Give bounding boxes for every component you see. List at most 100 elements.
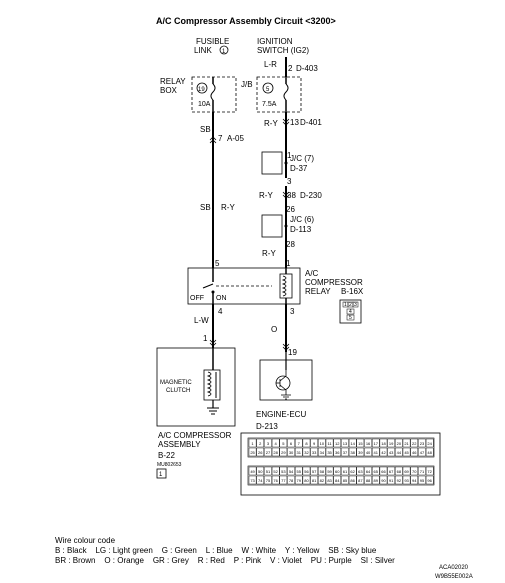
fusible-link-label-2: LINK <box>194 46 212 55</box>
ecu-pin-label: 86 <box>350 478 355 483</box>
ecu-pin-label: 5 <box>282 441 285 446</box>
compressor-badge: 1 <box>159 472 163 478</box>
ecu-pin-label: 71 <box>420 469 425 474</box>
ecu-pin-cell <box>310 475 318 485</box>
ecu-pin-cell <box>302 475 311 485</box>
ecu-pin-cell <box>264 475 272 485</box>
ecu-pin-cell <box>325 438 334 448</box>
clutch-coil-icon <box>206 371 212 397</box>
relay-pin-3: 3 <box>290 307 295 316</box>
relay-connector-pin-2: 2 <box>349 302 352 308</box>
ecu-pin-label: 63 <box>358 469 363 474</box>
jc6-pin-26: 26 <box>286 205 295 214</box>
ecu-pin-cell <box>333 447 342 457</box>
ecu-pin-label: 7 <box>298 441 301 446</box>
ecu-pin-cell <box>425 447 434 457</box>
ecu-pin-cell <box>287 447 295 457</box>
ecu-pin-cell <box>318 447 326 457</box>
ecu-pin-label: 37 <box>343 450 348 455</box>
ecu-pin-cell <box>248 475 257 485</box>
jc7-label: J/C (7) <box>290 154 314 163</box>
ecu-pin-cell <box>264 447 272 457</box>
ecu-pin-label: 38 <box>350 450 355 455</box>
ecu-connector-block-bottom <box>247 465 435 486</box>
jc6-pin-28: 28 <box>286 240 295 249</box>
ecu-pin-label: 31 <box>297 450 302 455</box>
ecu-pin-cell <box>348 447 357 457</box>
ecu-pin-cell <box>425 438 434 448</box>
ecu-pin-label: 90 <box>381 478 386 483</box>
ecu-pin-cell <box>395 466 403 476</box>
ecu-pin-cell <box>364 447 372 457</box>
jc7-pin-3: 3 <box>287 177 292 186</box>
ecu-pin-label: 11 <box>327 441 332 446</box>
ecu-connector-frame <box>240 432 441 496</box>
ecu-pin-cell <box>256 466 265 476</box>
ecu-pin-label: 22 <box>412 441 417 446</box>
ecu-pin-label: 17 <box>374 441 379 446</box>
wire-ry3-label: R-Y <box>262 249 276 258</box>
ecu-pin-cell <box>310 447 318 457</box>
jb-fuse-no: 5 <box>266 87 270 93</box>
ecu-pin-cell <box>333 438 342 448</box>
ecu-pin-label: 30 <box>289 450 294 455</box>
ecu-pin-label: 58 <box>320 469 325 474</box>
diagram-code-2: W9B55E002A <box>435 574 473 580</box>
relay-connector-cell <box>346 314 355 321</box>
ecu-pin-label: 10 <box>320 441 325 446</box>
ecu-pin-label: 12 <box>335 441 340 446</box>
ecu-pin-label: 18 <box>381 441 386 446</box>
ecu-pin-label: 82 <box>320 478 325 483</box>
ecu-pin-cell <box>379 447 388 457</box>
ecu-pin-cell <box>379 438 388 448</box>
ecu-pin-cell <box>256 447 265 457</box>
ecu-pin-cell <box>402 438 411 448</box>
wire-ry1-label: R-Y <box>264 119 278 128</box>
ecu-pin-label: 84 <box>335 478 340 483</box>
ecu-pin-label: 67 <box>389 469 394 474</box>
ecu-pin-cell <box>356 447 365 457</box>
ecu-pin-label: 16 <box>366 441 371 446</box>
ecu-pin-label: 75 <box>266 478 271 483</box>
ecu-pin-cell <box>264 438 272 448</box>
ecu-pin-label: 69 <box>404 469 409 474</box>
ecu-pin-cell <box>310 438 318 448</box>
ecu-pin-cell <box>295 438 303 448</box>
ecu-pin-cell <box>348 466 357 476</box>
wire-lr-label: L-R <box>264 60 277 69</box>
ecu-pin-label: 66 <box>381 469 386 474</box>
conn-d230: D-230 <box>300 191 322 200</box>
ecu-connector-block-top <box>247 437 435 458</box>
ecu-pin-label: 45 <box>404 450 409 455</box>
ecu-pin-label: 13 <box>343 441 348 446</box>
ecu-pin-label: 23 <box>420 441 425 446</box>
relay-label-3: RELAY <box>305 287 331 296</box>
ecu-pin-label: 47 <box>420 450 425 455</box>
ecu-pin-cell <box>248 466 257 476</box>
jc6-label: J/C (6) <box>290 215 314 224</box>
ecu-pin-label: 33 <box>312 450 317 455</box>
relay-box-label-1: RELAY <box>160 77 186 86</box>
compressor-code: MU802653 <box>157 462 182 468</box>
ecu-pin-label: 88 <box>366 478 371 483</box>
connector-symbol-d230 <box>282 191 290 199</box>
ecu-pin-cell <box>372 466 380 476</box>
ecu-pin-label: 8 <box>305 441 308 446</box>
ecu-pin-label: 35 <box>327 450 332 455</box>
ecu-pin-label: 39 <box>358 450 363 455</box>
ecu-pin-label: 93 <box>404 478 409 483</box>
ecu-pin-cell <box>318 466 326 476</box>
relay-box-label-2: BOX <box>160 86 178 95</box>
connector-symbol-b22 <box>209 339 217 347</box>
ignition-switch-label-2: SWITCH (IG2) <box>257 46 309 55</box>
jc7-box <box>261 151 283 175</box>
ecu-pin-cell <box>325 475 334 485</box>
relay-box-fuse-rating: 10A <box>198 101 211 108</box>
transistor-emitter <box>279 384 287 391</box>
ecu-pin-cell <box>325 466 334 476</box>
ecu-pin-cell <box>333 466 342 476</box>
ecu-pin-cell <box>318 438 326 448</box>
relay-connector-cell <box>352 301 359 308</box>
ecu-pin-cell <box>310 466 318 476</box>
ecu-pin-label: 96 <box>427 478 432 483</box>
